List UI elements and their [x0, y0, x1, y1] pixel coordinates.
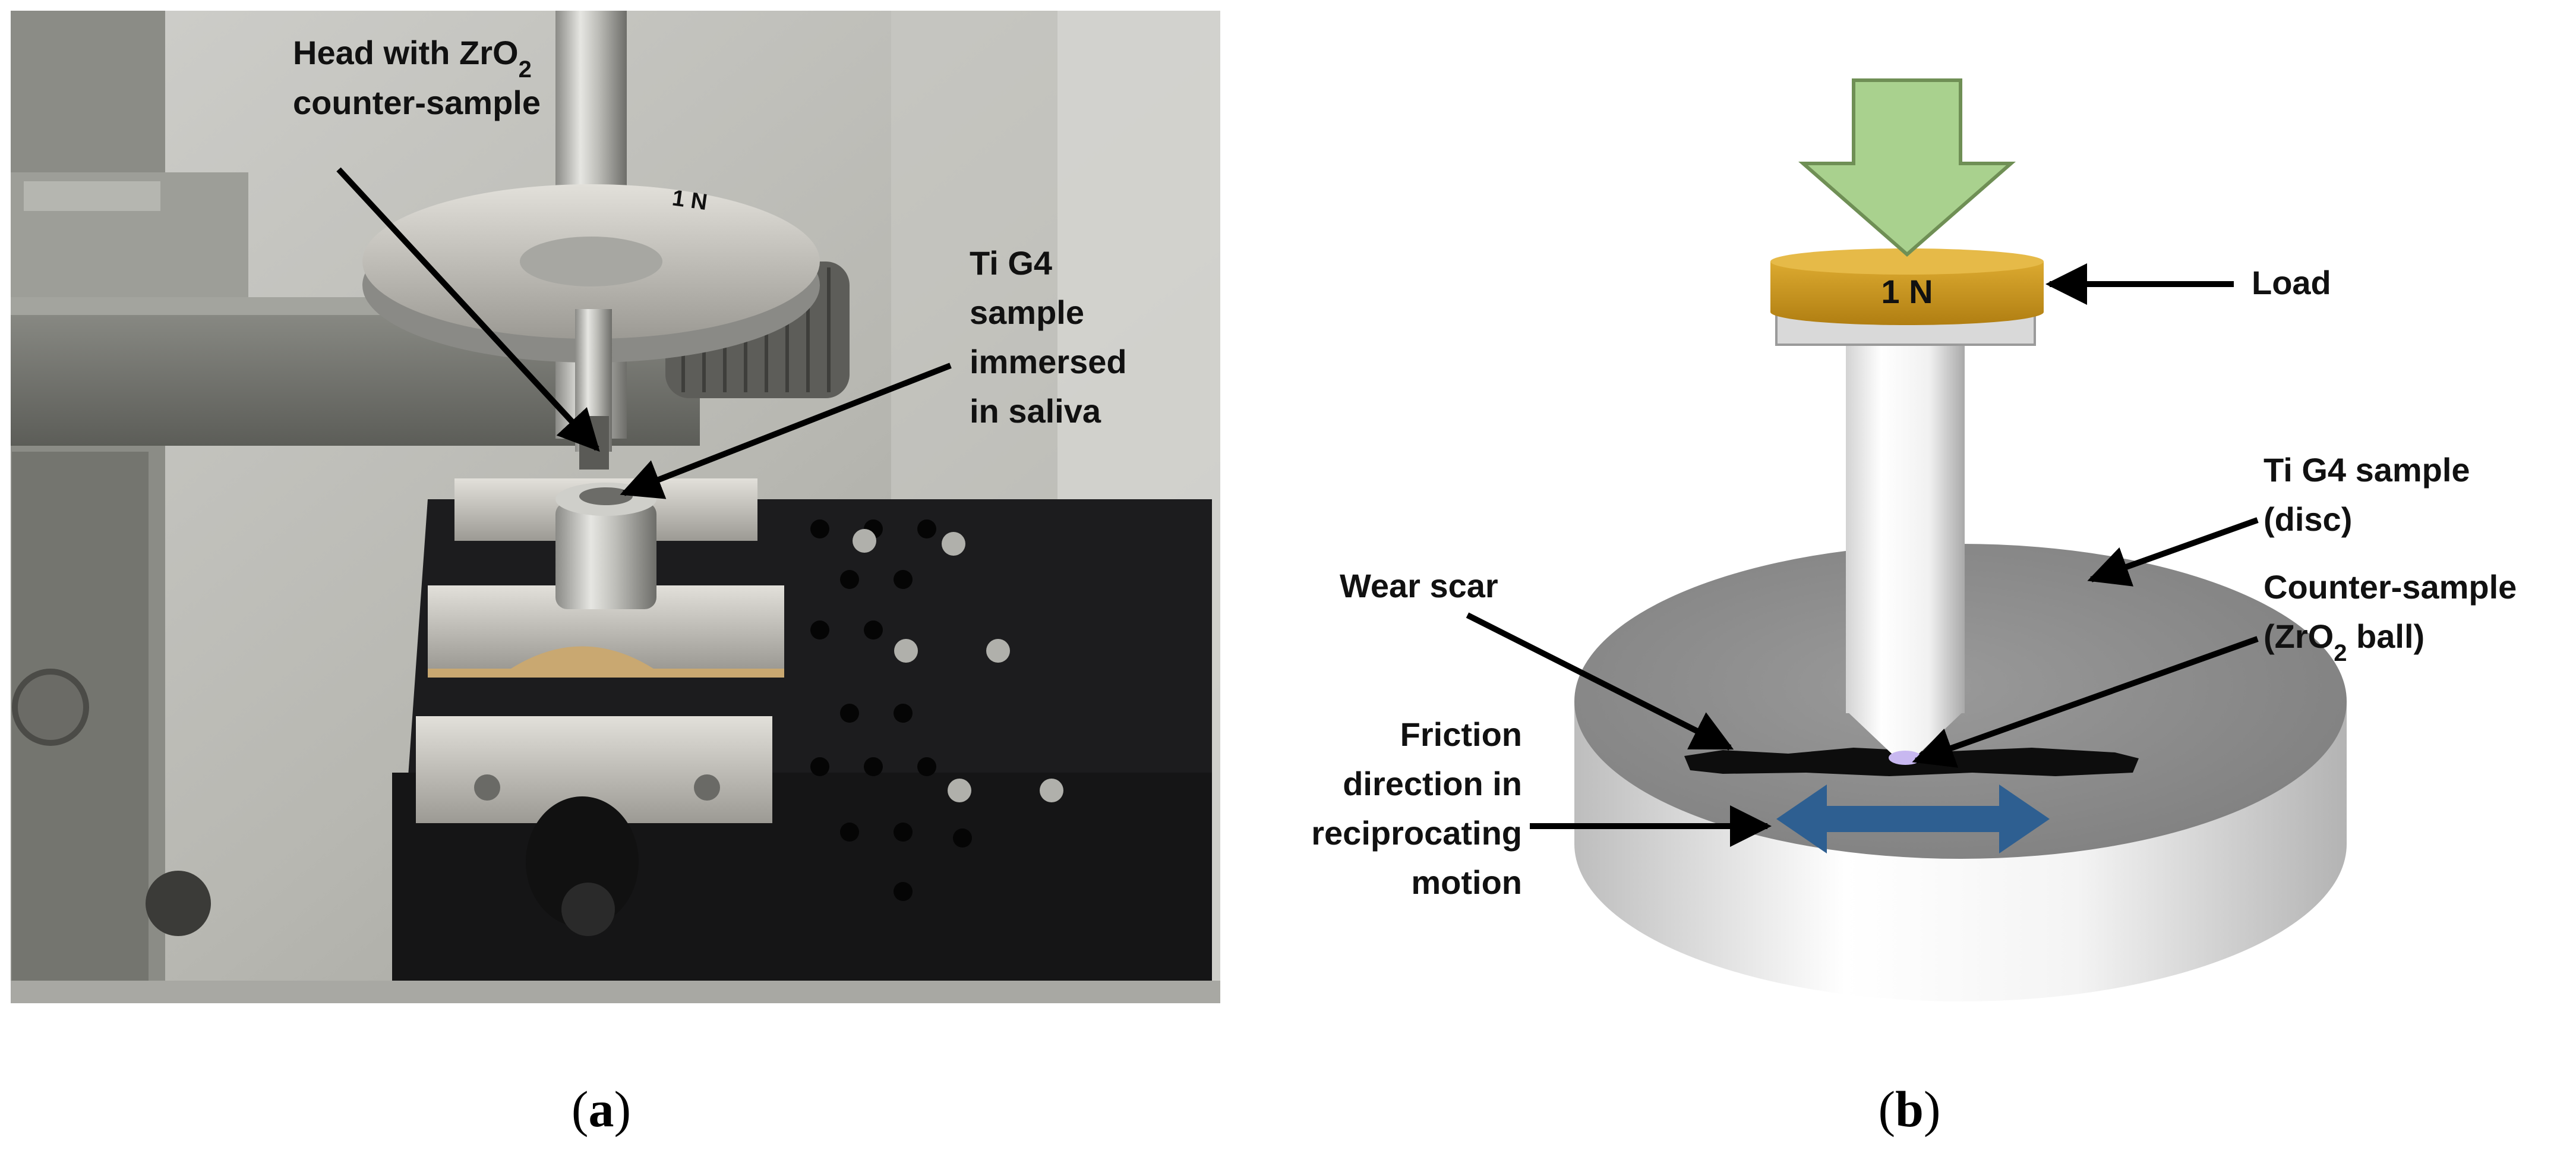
- svg-text:Head with ZrO2: Head with ZrO2: [293, 34, 532, 83]
- friction-label-line1: Friction: [1400, 716, 1522, 753]
- load-label: Load: [2252, 264, 2331, 301]
- head-label-text: Head with ZrO: [293, 34, 519, 71]
- wear-pointer: [1466, 612, 1734, 751]
- panel-a-label-sample: Ti G4 sample immersed in saliva: [970, 244, 1127, 430]
- wear-label: Wear scar: [1340, 567, 1498, 604]
- disc-engraving: 1 N: [671, 185, 709, 215]
- friction-label-line3: reciprocating: [1311, 814, 1522, 852]
- panel-a-label-head: Head with ZrO2 counter-sample: [293, 34, 541, 121]
- weight-plate-text: 1 N: [1881, 273, 1933, 310]
- weight-plate: 1 N: [1770, 248, 2044, 325]
- sample-label-line3: immersed: [970, 343, 1127, 380]
- counter-sample-rod: [1846, 342, 1965, 765]
- caption-a: (a): [572, 1080, 631, 1138]
- friction-label-line4: motion: [1411, 864, 1522, 901]
- head-label-subscript: 2: [519, 56, 532, 83]
- counter-label-line1: Counter-sample: [2264, 568, 2517, 606]
- panel-b-schematic: 1 N: [1574, 78, 2347, 1001]
- sample-arrow: [620, 363, 952, 499]
- counter-pointer: [1912, 636, 2259, 768]
- sample-label-line4: in saliva: [970, 392, 1101, 430]
- load-arrow: [1798, 78, 2016, 257]
- disc-label-line2: (disc): [2264, 500, 2352, 538]
- sample-label-line2: sample: [970, 294, 1084, 331]
- sample-label-line1: Ti G4: [970, 244, 1052, 282]
- panel-b-label-sample: Ti G4 sample (disc): [2264, 451, 2470, 538]
- panel-b-label-counter: Counter-sample (ZrO2 ball): [2264, 568, 2517, 666]
- caption-b: (b): [1878, 1080, 1940, 1138]
- disc-pointer: [2087, 517, 2259, 587]
- counter-label-line2: (ZrO2 ball): [2264, 618, 2425, 666]
- head-label-line2: counter-sample: [293, 84, 541, 121]
- panel-b-label-friction: Friction direction in reciprocating moti…: [1311, 716, 1522, 901]
- panel-a-photo: 1 N: [11, 11, 1220, 1003]
- friction-label-line2: direction in: [1343, 765, 1522, 802]
- friction-arrow: [1776, 785, 2050, 853]
- head-arrow: [336, 167, 600, 452]
- disc-label-line1: Ti G4 sample: [2264, 451, 2470, 489]
